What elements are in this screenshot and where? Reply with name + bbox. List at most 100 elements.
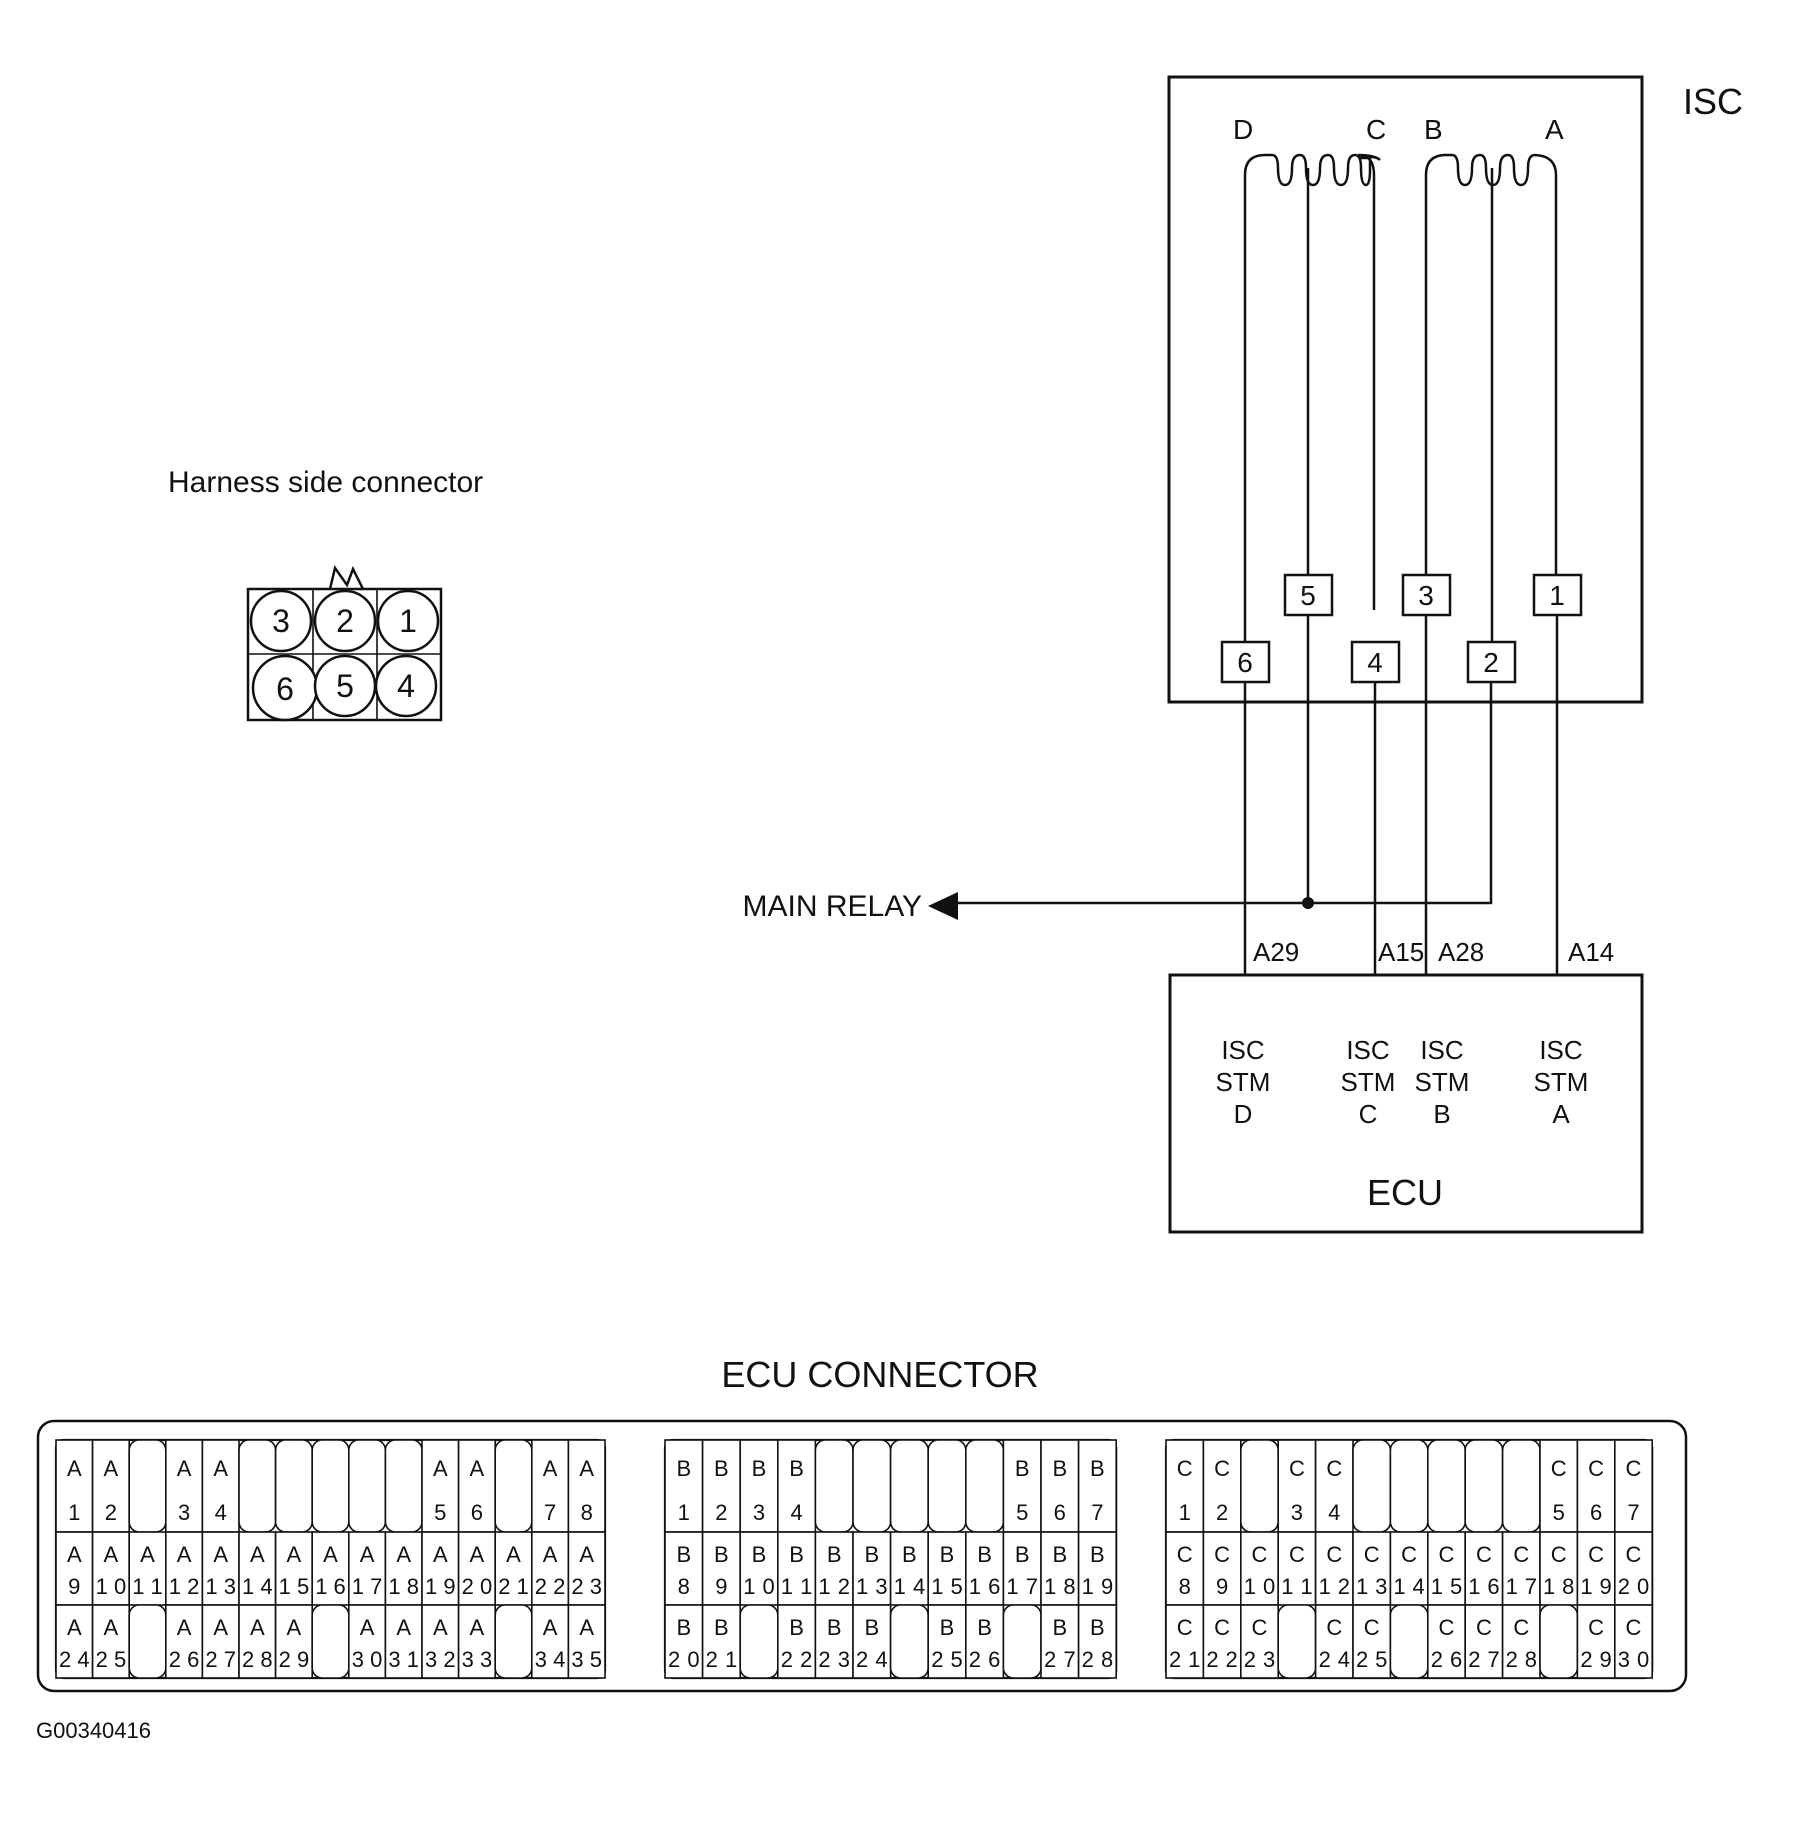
ecu-terminal-number: 6 [471, 1500, 483, 1525]
ecu-terminal-cell [1077, 1439, 1117, 1533]
ecu-terminal-cell [1202, 1531, 1242, 1606]
svg-text:6: 6 [1237, 647, 1253, 678]
ecu-terminal-cell [1314, 1531, 1354, 1606]
ecu-terminal-letter: C [1177, 1456, 1193, 1481]
coil-dc: D C [1233, 114, 1386, 642]
svg-text:2: 2 [1483, 647, 1499, 678]
ecu-terminal-letter: C [1476, 1542, 1492, 1567]
harness-connector: Harness side connector 3 2 1 6 5 4 [168, 466, 483, 722]
ecu-terminal-cell [664, 1604, 704, 1679]
ecu-terminal-number: 9 [1216, 1574, 1228, 1599]
ecu-terminal-letter: B [714, 1615, 729, 1640]
ecu-terminal-letter: C [1588, 1615, 1604, 1640]
ecu-terminal-letter: C [1364, 1542, 1380, 1567]
ecu-terminal-letter: C [1289, 1456, 1305, 1481]
ecu-unit: ISC STM D ISC STM C ISC STM B ISC STM A … [1168, 973, 1644, 1234]
ecu-terminal-stm-a: ISC STM A [1534, 1035, 1589, 1129]
harness-pin-3: 3 [249, 589, 313, 653]
ecu-terminal-cavity [1240, 1439, 1280, 1533]
svg-text:1: 1 [1549, 580, 1565, 611]
main-relay-arrow [928, 892, 958, 920]
ecu-terminal-stm-d: ISC STM D [1216, 1035, 1271, 1129]
ecu-terminal-cell [1002, 1439, 1042, 1533]
ecu-terminal-number: 5 [1553, 1500, 1565, 1525]
ecu-terminal-letter: A [177, 1542, 192, 1567]
svg-text:B: B [1433, 1099, 1450, 1129]
ecu-terminal-letter: A [579, 1542, 594, 1567]
ecu-terminal-letter: C [1214, 1615, 1230, 1640]
ecu-terminal-number: 3 [178, 1500, 190, 1525]
ecu-terminal-cavity [494, 1604, 533, 1679]
svg-text:3: 3 [1418, 580, 1434, 611]
ecu-terminal-letter: C [1364, 1615, 1380, 1640]
ecu-terminal-letter: A [67, 1615, 82, 1640]
ecu-terminal-letter: B [789, 1456, 804, 1481]
ecu-terminal-letter: C [1513, 1615, 1529, 1640]
ecu-terminal-letter: A [360, 1542, 375, 1567]
ecu-terminal-letter: C [1476, 1615, 1492, 1640]
ecu-terminal-letter: C [1626, 1456, 1642, 1481]
coil-label-a: A [1545, 114, 1564, 145]
ecu-terminal-letter: C [1177, 1615, 1193, 1640]
ecu-terminal-cell [91, 1604, 130, 1679]
ecu-terminal-cavity [1389, 1604, 1429, 1679]
ecu-terminal-letter: B [676, 1456, 691, 1481]
svg-text:STM: STM [1341, 1067, 1396, 1097]
ecu-terminal-stm-b: ISC STM B [1415, 1035, 1470, 1129]
ecu-terminal-cavity [964, 1439, 1005, 1533]
figure-code: G00340416 [36, 1718, 151, 1743]
svg-text:STM: STM [1415, 1067, 1470, 1097]
ecu-terminal-cell [852, 1604, 892, 1679]
ecu-terminal-letter: C [1289, 1542, 1305, 1567]
ecu-terminal-cavity [1002, 1604, 1042, 1679]
ecu-terminal-cavity [238, 1439, 277, 1533]
ecu-terminal-letter: A [287, 1615, 302, 1640]
isc-pin-2: 2 [1466, 640, 1517, 684]
ecu-terminal-letter: C [1326, 1542, 1342, 1567]
wire-pin2-down [955, 682, 1493, 905]
harness-pin-5: 5 [313, 654, 377, 718]
ecu-terminal-cavity [311, 1439, 350, 1533]
isc-pin-5: 5 [1283, 573, 1334, 617]
ecu-terminal-cell [347, 1531, 387, 1606]
ecu-terminal-cell [457, 1531, 497, 1606]
svg-text:4: 4 [397, 668, 415, 704]
ecu-terminal-number: 7 [1091, 1500, 1103, 1525]
ecu-terminal-cell [1165, 1531, 1205, 1606]
ecu-terminal-letter: C [1214, 1542, 1230, 1567]
ecu-terminal-letter: C [1626, 1615, 1642, 1640]
ecu-terminal-letter: B [1090, 1456, 1105, 1481]
svg-text:STM: STM [1534, 1067, 1589, 1097]
svg-text:ISC: ISC [1221, 1035, 1264, 1065]
isc-unit: ISC D C B A 5 3 1 [1167, 75, 1743, 704]
ecu-terminal-letter: C [1588, 1542, 1604, 1567]
ecu-terminal-letter: B [676, 1542, 691, 1567]
ecu-terminal-cavity [311, 1604, 350, 1679]
coil-label-c: C [1366, 114, 1386, 145]
main-relay-label: MAIN RELAY [743, 890, 923, 923]
svg-text:2: 2 [336, 603, 354, 639]
ecu-terminal-letter: A [140, 1542, 155, 1567]
ecu-terminal-cavity [128, 1439, 167, 1533]
coil-label-b: B [1424, 114, 1443, 145]
ecu-terminal-letter: A [67, 1542, 82, 1567]
ecu-terminal-letter: A [104, 1456, 119, 1481]
ecu-terminal-letter: C [1326, 1456, 1342, 1481]
ecu-terminal-letter: B [1015, 1542, 1030, 1567]
ecu-terminal-number: 4 [1328, 1500, 1340, 1525]
ecu-terminal-cell [55, 1604, 94, 1679]
ecu-terminal-letter: B [864, 1542, 879, 1567]
ecu-terminal-cell [201, 1604, 240, 1679]
ecu-terminal-letter: B [1090, 1542, 1105, 1567]
ecu-terminal-number: 3 [1291, 1500, 1303, 1525]
ecu-terminal-letter: C [1439, 1542, 1455, 1567]
svg-text:C: C [1359, 1099, 1378, 1129]
ecu-terminal-cell [1614, 1531, 1654, 1606]
ecu-terminal-letter: A [579, 1615, 594, 1640]
ecu-terminal-letter: A [213, 1542, 228, 1567]
ecu-terminal-number: 1 [1179, 1500, 1191, 1525]
ecu-terminal-number: 6 [1590, 1500, 1602, 1525]
wire-label-a14: A14 [1568, 937, 1614, 967]
ecu-terminal-cavity [494, 1439, 533, 1533]
